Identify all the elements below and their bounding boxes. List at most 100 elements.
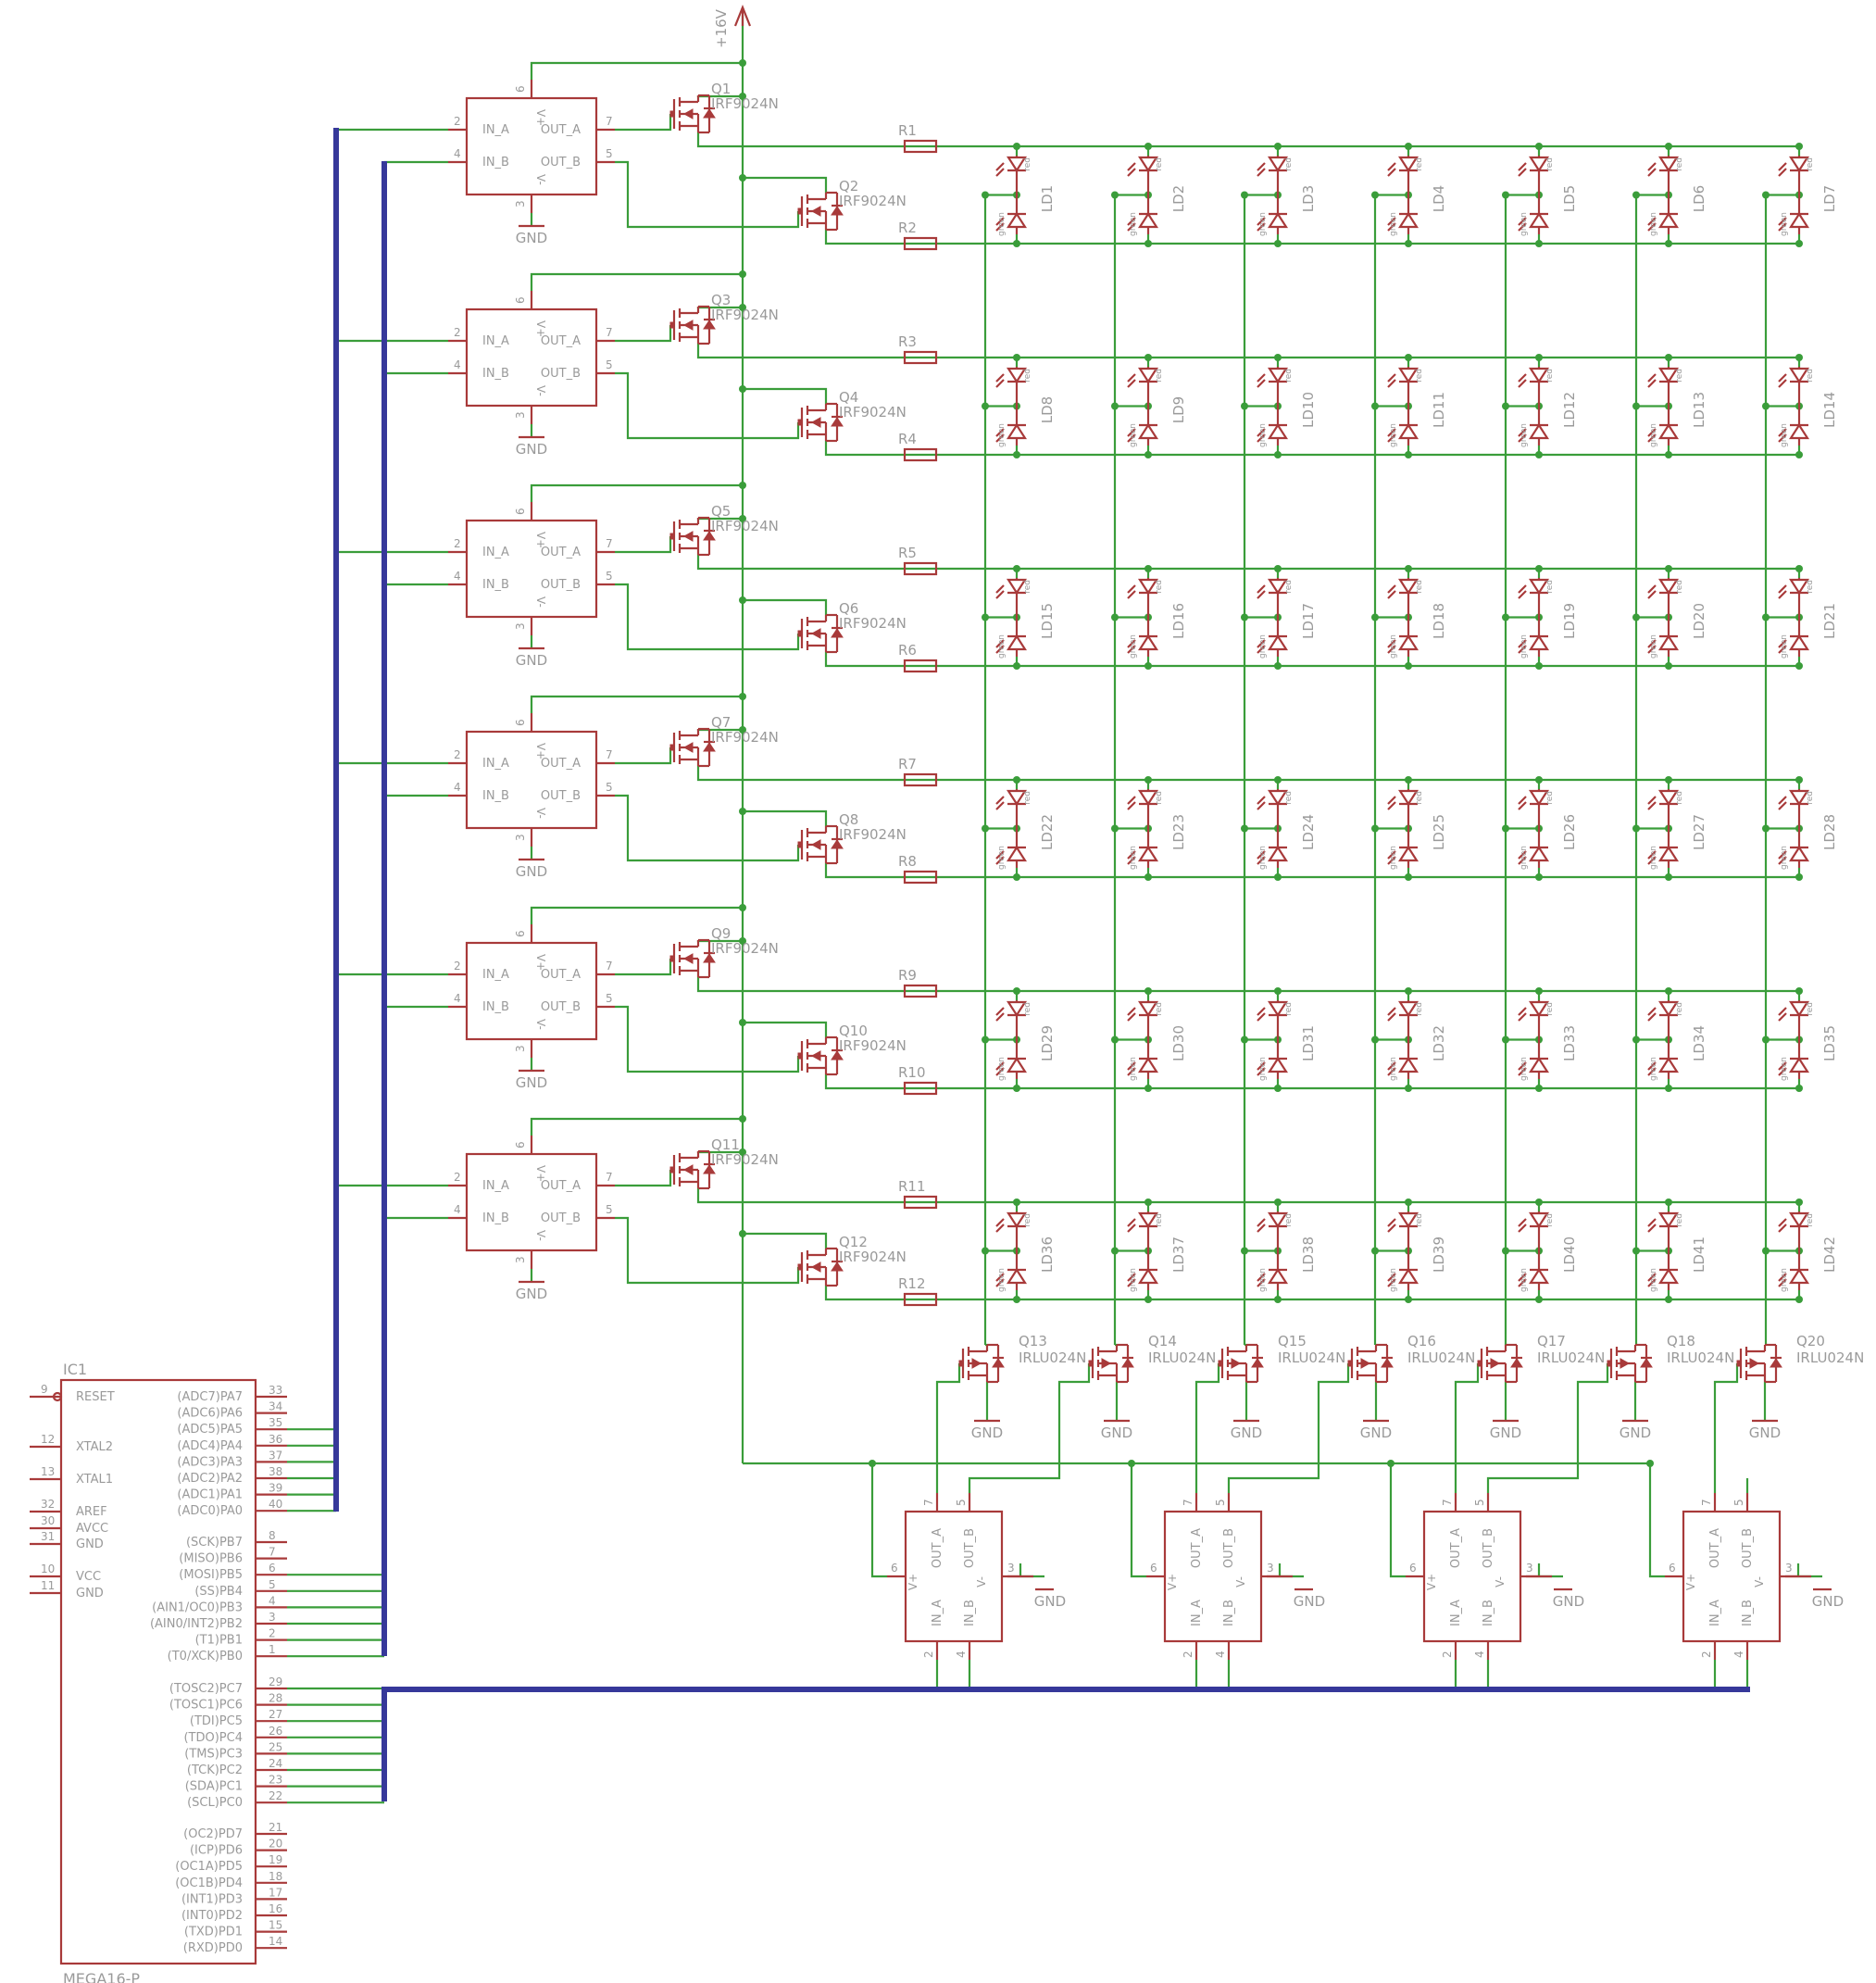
led-ref: LD34: [1691, 1025, 1707, 1061]
symbol-line: [1127, 162, 1136, 171]
symbol-line: [1518, 379, 1527, 388]
symbol-line: [1518, 639, 1527, 648]
mosfet-arrow: [682, 1164, 694, 1175]
mosfet-value: IRLU024N: [1019, 1349, 1086, 1366]
mosfet-ref: Q5: [711, 503, 731, 520]
led-color-label: green: [997, 634, 1007, 659]
mosfet-ref: Q14: [1148, 1333, 1177, 1349]
symbol-line: [1127, 433, 1136, 443]
pin-label-out-a: OUT_A: [541, 1179, 581, 1193]
mcu-pin-number: 37: [269, 1449, 282, 1462]
symbol-line: [1127, 217, 1136, 226]
pin-number: 2: [454, 115, 461, 128]
symbol-line: [1127, 590, 1136, 599]
pin-label-vminus: V-: [1494, 1576, 1507, 1588]
pin-label-in-b: IN_B: [1482, 1600, 1495, 1626]
mcu-pin-number: 11: [41, 1579, 55, 1592]
symbol-line: [1257, 168, 1266, 177]
led-color-label: red: [1545, 580, 1555, 594]
mcu-pin-name: (TDI)PC5: [190, 1714, 243, 1728]
led-color-label: red: [1806, 1213, 1815, 1227]
symbol-line: [1518, 222, 1527, 232]
resistor-icon: [903, 561, 938, 576]
junction-dot: [869, 1460, 876, 1467]
mosfet-ref: Q11: [711, 1136, 740, 1153]
led-green-icon: [1006, 1056, 1028, 1073]
pin-label-out-b: OUT_B: [541, 789, 581, 803]
led-ref: LD8: [1039, 396, 1056, 423]
mosfet-arrow: [1620, 1358, 1631, 1369]
symbol-line: [1387, 1007, 1396, 1016]
mcu-pin-number: 3: [269, 1611, 276, 1624]
mcu-pin-number: 24: [269, 1757, 282, 1770]
mcu-pin-name: (INT0)PD2: [181, 1909, 243, 1923]
mosfet-arrow: [1749, 1358, 1760, 1369]
wire: [530, 1117, 743, 1136]
led-color-label: red: [1023, 369, 1032, 383]
resistor-ref: R5: [898, 545, 917, 561]
mosfet-arrow: [810, 417, 821, 428]
symbol-line: [995, 1218, 1005, 1227]
symbol-line: [1127, 1007, 1136, 1016]
symbol-line: [1778, 639, 1787, 648]
symbol-line: [1518, 168, 1527, 177]
mosfet-arrow: [1360, 1358, 1371, 1369]
symbol-line: [1257, 796, 1266, 805]
symbol-line: [1647, 639, 1657, 648]
led-ref: LD20: [1691, 603, 1707, 639]
pin-number: 5: [1732, 1499, 1745, 1506]
mosfet-value: IRLU024N: [1407, 1349, 1475, 1366]
symbol-line: [1778, 590, 1787, 599]
led-green-icon: [1528, 1056, 1550, 1073]
pin-number: 6: [514, 85, 527, 93]
pin-label-vplus: V+: [534, 743, 547, 759]
mcu-pin-number: 10: [41, 1563, 55, 1575]
led-ref: LD33: [1561, 1025, 1578, 1061]
mosfet-value: IRF9024N: [711, 95, 779, 112]
resistor-icon: [903, 350, 938, 365]
symbol-line: [1387, 168, 1396, 177]
led-ref: LD18: [1431, 603, 1447, 639]
pin-number: 3: [1267, 1562, 1274, 1575]
symbol-line: [1387, 590, 1396, 599]
led-color-label: red: [1155, 791, 1164, 805]
symbol-line: [1647, 1067, 1657, 1076]
led-color-label: green: [1520, 634, 1529, 659]
wire: [824, 652, 1802, 668]
gnd-label: GND: [516, 230, 547, 246]
led-green-icon: [1528, 211, 1550, 229]
mcu-pin-number: 40: [269, 1498, 282, 1511]
mcu-pin-name: (TXD)PD1: [184, 1926, 243, 1939]
symbol-line: [1387, 850, 1396, 860]
resistor-icon: [903, 236, 938, 251]
pin-number: 4: [454, 1203, 461, 1216]
diode-icon: [1381, 1358, 1394, 1368]
wire: [615, 1216, 800, 1285]
symbol-line: [1778, 1061, 1787, 1071]
mosfet-arrow: [810, 839, 821, 850]
symbol-line: [1647, 645, 1657, 654]
driver-ic: [1682, 1510, 1782, 1643]
led-ref: LD36: [1039, 1236, 1056, 1273]
wire: [615, 114, 672, 132]
pin-number: 2: [1441, 1650, 1454, 1658]
gnd-label: GND: [516, 1286, 547, 1302]
led-color-label: green: [1129, 423, 1138, 447]
led-green-icon: [1657, 845, 1680, 862]
led-green-icon: [1397, 1267, 1420, 1285]
diode-icon: [831, 628, 844, 638]
symbol-line: [1257, 1218, 1266, 1227]
pin-number: 5: [1214, 1499, 1227, 1506]
led-green-icon: [1006, 845, 1028, 862]
mcu-pin-name: (SS)PB4: [194, 1585, 243, 1599]
pin-number: 2: [454, 537, 461, 550]
symbol-line: [1518, 801, 1527, 810]
symbol-line: [1778, 801, 1787, 810]
led-green-icon: [1137, 1267, 1159, 1285]
symbol-line: [1647, 222, 1657, 232]
led-ref: LD23: [1170, 814, 1187, 850]
symbol-line: [1778, 1218, 1787, 1227]
wire: [1194, 1363, 1220, 1493]
mcu-pin-number: 35: [269, 1416, 282, 1429]
led-color-label: green: [1780, 423, 1789, 447]
